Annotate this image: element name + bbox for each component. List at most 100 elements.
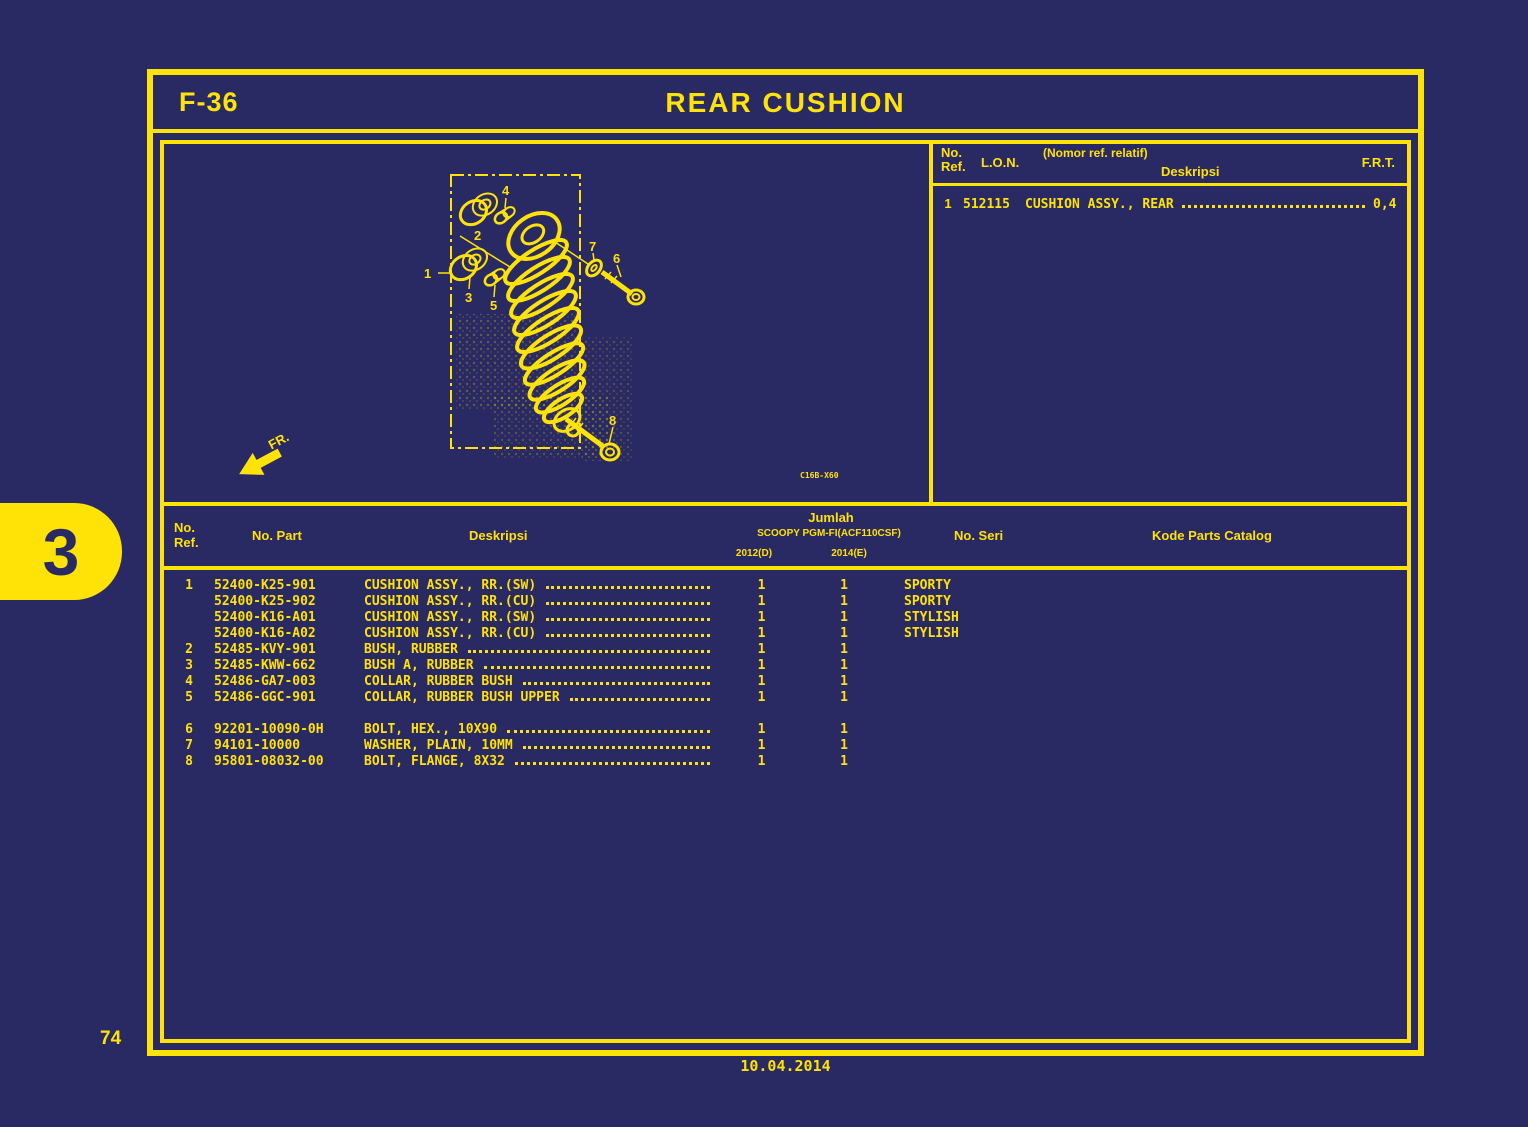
- year-2012-subheader: 2012(D): [735, 548, 773, 559]
- collar-upper-part: [483, 268, 506, 287]
- leader-line: [504, 197, 507, 209]
- qty-2012-cell: 1: [757, 642, 766, 657]
- collar-part: [493, 206, 516, 225]
- chapter-tab: 3: [0, 503, 122, 600]
- relative-ref-header: (Nomor ref. relatif): [1043, 146, 1148, 160]
- qty-2012-cell: 1: [757, 674, 766, 689]
- description-cell: CUSHION ASSY., RR.(SW): [364, 610, 537, 625]
- qty-2014-cell: 1: [840, 610, 848, 625]
- middle-section: 1 2 3 4 5 6 7 8: [164, 144, 1407, 506]
- part-number-cell: 52485-KVY-901: [214, 642, 316, 657]
- ghost-hatch: [582, 336, 634, 461]
- qty-2014-cell: 1: [840, 642, 848, 657]
- leader-line: [468, 276, 471, 290]
- lon-col-header: L.O.N.: [981, 155, 1020, 170]
- table-row: 52400-K16-A02 CUSHION ASSY., RR.(CU) 1 1…: [164, 626, 1407, 642]
- part-number-cell: 95801-08032-00: [214, 754, 324, 769]
- part-number-cell: 52486-GA7-003: [214, 674, 316, 689]
- dot-leader: [467, 650, 710, 653]
- part-col-header: No. Part: [252, 528, 302, 543]
- table-row: 52400-K25-902 CUSHION ASSY., RR.(CU) 1 1…: [164, 594, 1407, 610]
- frt-col-header: F.R.T.: [1361, 155, 1395, 170]
- callout-5: 5: [490, 298, 497, 313]
- jumlah-col-header: Jumlah: [808, 510, 854, 525]
- page-number: 74: [100, 1028, 122, 1049]
- hex-bolt-part: [600, 269, 646, 306]
- description-cell: BUSH, RUBBER: [364, 642, 458, 657]
- part-number-cell: 52485-KWW-662: [214, 658, 316, 673]
- part-number-cell: 52400-K16-A01: [214, 610, 316, 625]
- frt-value: 0,4: [1373, 197, 1397, 212]
- model-subheader: SCOOPY PGM-FI(ACF110CSF): [757, 528, 901, 539]
- qty-2014-cell: 1: [840, 626, 848, 641]
- leader-line: [493, 284, 496, 298]
- dot-leader: [546, 602, 710, 605]
- qty-2012-cell: 1: [757, 610, 766, 625]
- description-cell: CUSHION ASSY., RR.(CU): [364, 626, 537, 641]
- fr-arrow-icon: FR.: [239, 429, 291, 475]
- dot-leader: [546, 586, 710, 589]
- deskripsi-col-header: Deskripsi: [469, 528, 528, 543]
- ref-cell: 3: [185, 658, 193, 673]
- qty-2014-cell: 1: [840, 674, 848, 689]
- title-bar: F-36 REAR CUSHION: [153, 75, 1418, 133]
- rear-cushion-drawing: 1 2 3 4 5 6 7 8: [239, 174, 839, 480]
- kode-col-header: Kode Parts Catalog: [1152, 528, 1272, 543]
- description-cell: BOLT, FLANGE, 8X32: [364, 754, 505, 769]
- coil-spring: [503, 237, 587, 425]
- leader-line: [551, 239, 589, 265]
- leader-line: [459, 235, 511, 268]
- seri-cell: SPORTY: [904, 578, 951, 593]
- table-row: 7 94101-10000 WASHER, PLAIN, 10MM 1 1: [164, 738, 1407, 754]
- parts-table-header: No. Ref. No. Part Deskripsi Jumlah SCOOP…: [164, 506, 1407, 570]
- description-cell: COLLAR, RUBBER BUSH: [364, 674, 513, 689]
- table-row: 1 52400-K25-901 CUSHION ASSY., RR.(SW) 1…: [164, 578, 1407, 594]
- callout-3: 3: [465, 290, 472, 305]
- reference-row: 1 512115 CUSHION ASSY., REAR 0,4: [933, 196, 1407, 212]
- description-cell: CUSHION ASSY., RR.(CU): [364, 594, 537, 609]
- qty-2012-cell: 1: [757, 690, 766, 705]
- qty-2012-cell: 1: [757, 658, 766, 673]
- dot-leader: [1181, 205, 1365, 208]
- deskripsi-col-header: Deskripsi: [1161, 164, 1220, 179]
- qty-2014-cell: 1: [840, 690, 848, 705]
- dot-leader: [522, 682, 710, 685]
- year-2014-subheader: 2014(E): [831, 548, 867, 559]
- seri-cell: STYLISH: [904, 610, 959, 625]
- cushion-top-mount: [506, 211, 562, 261]
- dot-leader: [483, 666, 710, 669]
- part-number-cell: 52400-K25-901: [214, 578, 316, 593]
- qty-2014-cell: 1: [840, 738, 848, 753]
- ref-cell: 5: [185, 690, 193, 705]
- leader-line: [616, 264, 622, 278]
- qty-2014-cell: 1: [840, 658, 848, 673]
- qty-2012-cell: 1: [757, 626, 766, 641]
- flange-bolt-part: [564, 416, 621, 462]
- table-row: 3 52485-KWW-662 BUSH A, RUBBER 1 1: [164, 658, 1407, 674]
- description-cell: BOLT, HEX., 10X90: [364, 722, 498, 737]
- qty-2014-cell: 1: [840, 754, 848, 769]
- callout-1: 1: [424, 266, 431, 281]
- lon-value: 512115: [963, 197, 1010, 212]
- footer-date: 10.04.2014: [740, 1057, 831, 1075]
- ref-col-header: No. Ref.: [174, 520, 199, 550]
- description-cell: BUSH A, RUBBER: [364, 658, 474, 673]
- reference-panel: No. Ref. L.O.N. (Nomor ref. relatif) Des…: [929, 144, 1407, 502]
- dot-leader: [514, 762, 710, 765]
- part-number-cell: 92201-10090-0H: [214, 722, 324, 737]
- exploded-diagram: 1 2 3 4 5 6 7 8: [164, 144, 929, 502]
- leader-line: [592, 252, 595, 261]
- qty-2014-cell: 1: [840, 594, 848, 609]
- ref-cell: 8: [185, 754, 193, 769]
- page-title: REAR CUSHION: [665, 87, 906, 118]
- reference-panel-header: No. Ref. L.O.N. (Nomor ref. relatif) Des…: [933, 144, 1407, 186]
- ref-no: 1: [944, 196, 952, 211]
- parts-table-body: 1 52400-K25-901 CUSHION ASSY., RR.(SW) 1…: [164, 570, 1407, 1039]
- dot-leader: [507, 730, 710, 733]
- row-spacer: [164, 706, 1407, 722]
- part-number-cell: 52400-K25-902: [214, 594, 316, 609]
- content-wrapper: 1 2 3 4 5 6 7 8: [160, 140, 1411, 1043]
- ref-col-header: No. Ref.: [941, 145, 966, 174]
- washer-part: [585, 258, 603, 278]
- description-cell: WASHER, PLAIN, 10MM: [364, 738, 513, 753]
